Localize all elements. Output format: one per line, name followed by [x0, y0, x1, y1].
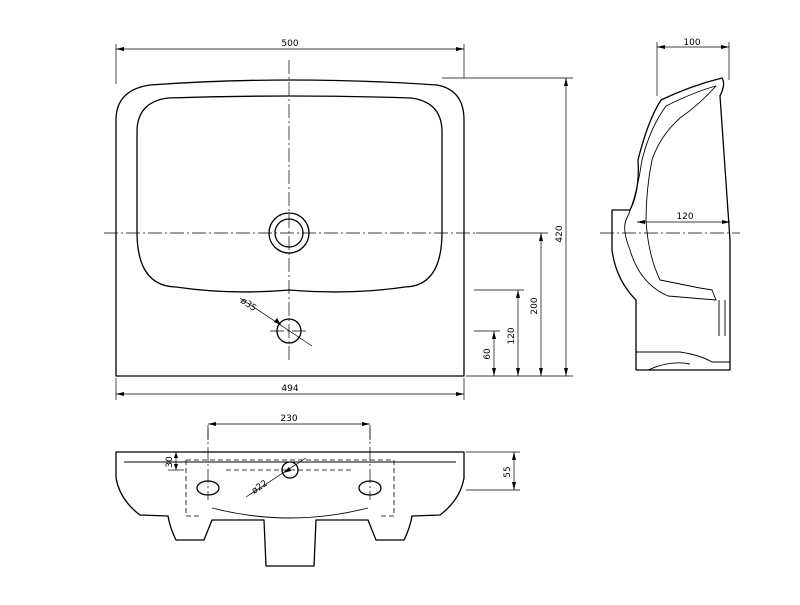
- dim-label-55: 55: [503, 466, 513, 477]
- arrowhead: [564, 368, 568, 376]
- dim-label-230: 230: [280, 414, 297, 424]
- dim-label-30: 30: [165, 456, 175, 468]
- front-bowl-curve: [211, 507, 369, 519]
- front-tap-hole: [281, 461, 299, 479]
- dim-label-d22: ø22: [250, 479, 270, 497]
- front-outline: [115, 451, 465, 567]
- arrowhead: [637, 220, 645, 224]
- arrowhead: [657, 45, 665, 49]
- dim-label-494: 494: [281, 384, 298, 394]
- arrowhead: [539, 368, 543, 376]
- dim-label-200: 200: [530, 297, 540, 314]
- arrowhead: [722, 220, 730, 224]
- arrowhead: [208, 422, 216, 426]
- dim-label-d35: ø35: [238, 296, 258, 314]
- arrowhead: [283, 467, 291, 473]
- arrowhead: [456, 392, 464, 396]
- top-view: 500 494 420 200 120 60: [104, 39, 573, 400]
- dim-label-420: 420: [555, 225, 565, 242]
- basin-outer-outline: [115, 79, 465, 377]
- side-view: 100 120: [600, 38, 740, 371]
- dim-label-120-side: 120: [676, 212, 693, 222]
- arrowhead: [516, 290, 520, 298]
- front-view: 230 30 55 ø22: [115, 414, 520, 567]
- arrowhead: [492, 331, 496, 339]
- front-hidden-outline: [185, 459, 395, 517]
- basin-inner-bowl: [136, 95, 443, 293]
- arrowhead: [274, 318, 281, 325]
- side-pedestal-detail: [636, 351, 730, 371]
- arrowhead: [512, 482, 516, 490]
- arrowhead: [516, 368, 520, 376]
- arrowhead: [174, 464, 178, 470]
- arrowhead: [116, 47, 124, 51]
- side-inner-profile: [624, 85, 717, 301]
- dim-label-100: 100: [683, 38, 700, 48]
- arrowhead: [456, 47, 464, 51]
- diameter-leader: [245, 457, 307, 498]
- side-outer-profile: [611, 77, 731, 371]
- arrowhead: [362, 422, 370, 426]
- arrowhead: [539, 233, 543, 241]
- arrowhead: [116, 392, 124, 396]
- dim-label-60: 60: [483, 348, 493, 360]
- dim-label-500: 500: [281, 39, 298, 49]
- dim-label-120: 120: [507, 327, 517, 344]
- arrowhead: [512, 452, 516, 460]
- arrowhead: [721, 45, 729, 49]
- arrowhead: [492, 368, 496, 376]
- arrowhead: [564, 78, 568, 86]
- arrowhead: [174, 452, 178, 458]
